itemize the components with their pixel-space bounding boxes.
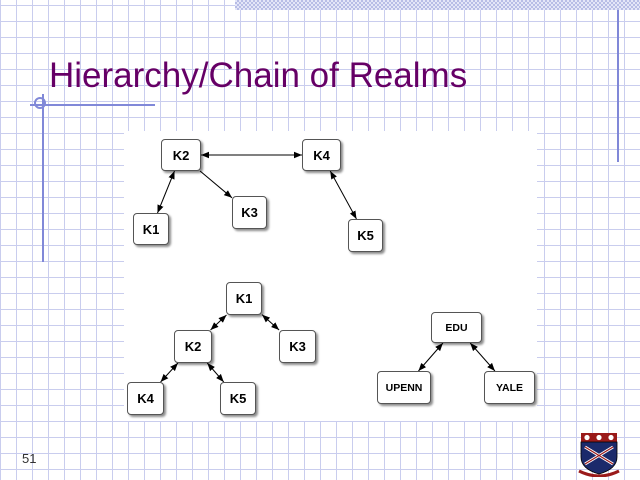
node-edu[interactable]: EDU — [431, 312, 482, 343]
title-underline — [30, 104, 155, 106]
edge-k2b-k5b — [206, 362, 225, 383]
node-k3-hierarchy[interactable]: K3 — [279, 330, 316, 363]
node-k5-top[interactable]: K5 — [348, 219, 383, 252]
rule-circle-ornament — [34, 97, 46, 109]
edge-k1b-k2b — [210, 314, 227, 331]
page-number: 51 — [22, 451, 37, 466]
node-k4-top[interactable]: K4 — [302, 139, 341, 171]
penn-shield-icon — [578, 433, 620, 477]
node-k5-hierarchy[interactable]: K5 — [220, 382, 256, 415]
edge-edu-upenn — [418, 342, 444, 372]
edge-k2b-k4b — [160, 362, 179, 383]
node-k2-hierarchy[interactable]: K2 — [174, 330, 212, 363]
node-k3-top[interactable]: K3 — [232, 196, 267, 229]
left-vertical-rule — [42, 94, 44, 262]
node-k4-hierarchy[interactable]: K4 — [127, 382, 164, 415]
top-pattern-band — [235, 0, 640, 10]
node-k1-hierarchy[interactable]: K1 — [226, 282, 262, 315]
edge-k4a-k5a — [329, 170, 357, 220]
right-vertical-rule — [617, 10, 619, 162]
node-k1-top[interactable]: K1 — [133, 213, 169, 245]
edge-edu-yale — [469, 342, 496, 372]
edge-k2a-k1a — [157, 170, 175, 214]
edge-k1b-k3b — [261, 314, 280, 331]
node-upenn[interactable]: UPENN — [377, 371, 431, 404]
edge-k2a-k3a — [199, 170, 233, 199]
node-k2-top[interactable]: K2 — [161, 139, 201, 171]
slide-title: Hierarchy/Chain of Realms — [49, 56, 468, 95]
node-yale[interactable]: YALE — [484, 371, 535, 404]
